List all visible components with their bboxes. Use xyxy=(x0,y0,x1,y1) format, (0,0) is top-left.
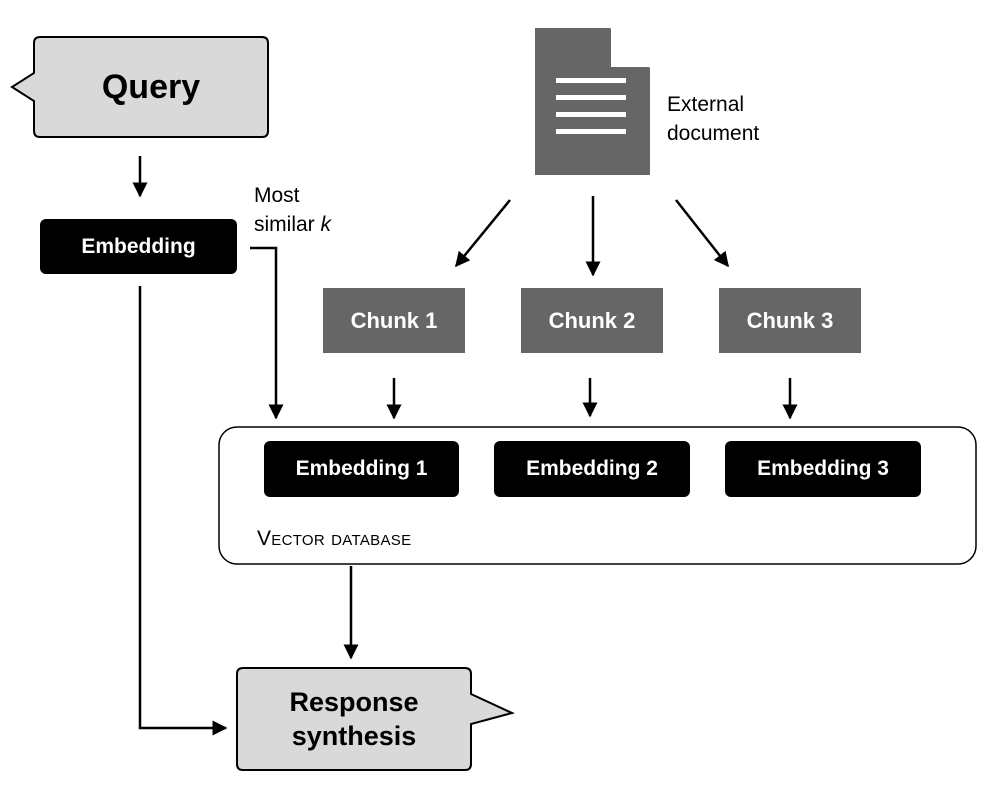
chunk-3-box: Chunk 3 xyxy=(719,288,861,353)
query-bubble-shape xyxy=(10,36,269,138)
embedding-3-box: Embedding 3 xyxy=(725,441,921,497)
arrow-most-similar-k xyxy=(250,246,284,420)
arrow-embedding-to-response xyxy=(138,286,228,736)
query-embedding-box: Embedding xyxy=(40,219,237,274)
most-similar-line1: Most xyxy=(254,184,300,207)
query-label: Query xyxy=(101,67,201,106)
document-icon xyxy=(535,27,651,175)
embedding-1-box: Embedding 1 xyxy=(264,441,459,497)
most-similar-word: similar xyxy=(254,213,315,236)
most-similar-line2: similar k xyxy=(254,210,374,239)
most-similar-k: k xyxy=(320,213,332,236)
response-line1: Response xyxy=(289,687,419,717)
external-document-line1: External xyxy=(667,93,745,116)
arrow-doc-to-chunk1 xyxy=(455,199,511,268)
response-synthesis-label: Response synthesis xyxy=(237,668,471,770)
chunk-2-box: Chunk 2 xyxy=(521,288,663,353)
vector-database-label: Vector database xyxy=(257,527,412,550)
response-line2: synthesis xyxy=(291,721,417,751)
external-document-label: External document xyxy=(667,90,817,148)
embedding-2-box: Embedding 2 xyxy=(494,441,690,497)
response-bubble-shape xyxy=(236,667,515,771)
external-document-line2: document xyxy=(667,122,760,145)
arrow-doc-to-chunk3 xyxy=(675,199,729,268)
chunk-1-box: Chunk 1 xyxy=(323,288,465,353)
most-similar-k-label: Most similar k xyxy=(254,181,374,239)
